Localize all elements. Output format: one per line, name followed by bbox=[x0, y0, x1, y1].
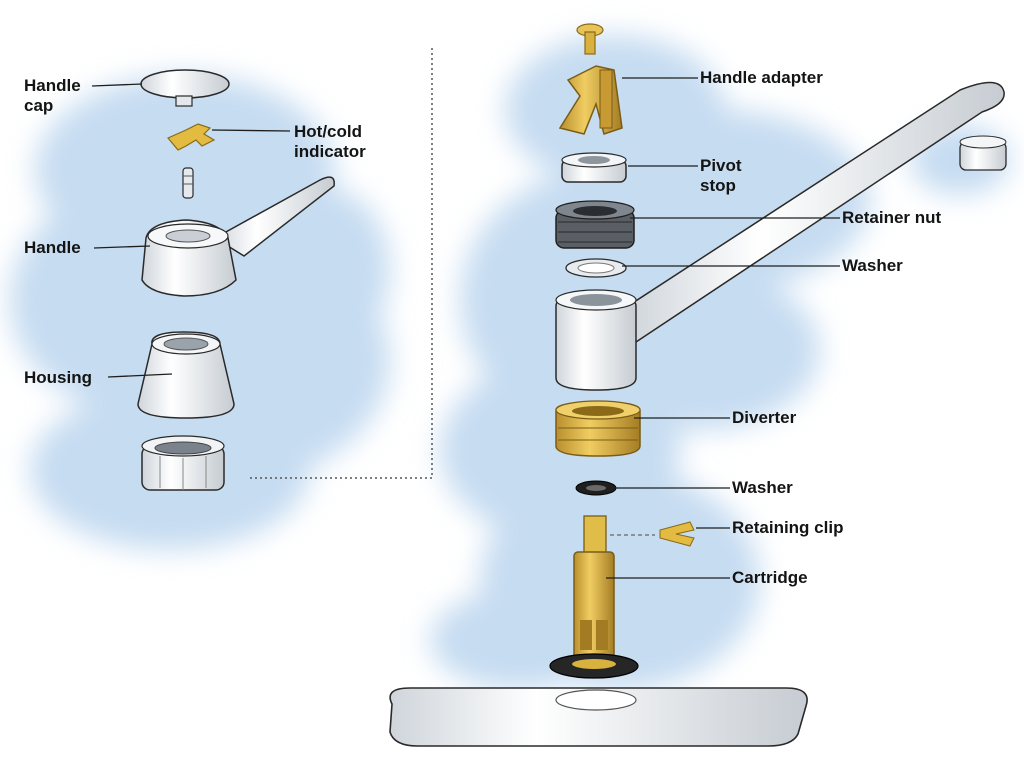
dotted-connector bbox=[248, 48, 433, 479]
handle-adapter-part bbox=[558, 65, 623, 135]
label-handle: Handle bbox=[24, 238, 81, 257]
label-hot-cold-indicator: Hot/cold indicator bbox=[294, 122, 366, 161]
handle-part bbox=[141, 176, 335, 297]
handle-screw-part bbox=[182, 167, 194, 199]
retaining-clip-part bbox=[610, 521, 695, 547]
leader-lines bbox=[91, 77, 840, 579]
aerator-part bbox=[959, 135, 1007, 171]
hot-cold-indicator-part bbox=[167, 123, 216, 151]
label-housing: Housing bbox=[24, 368, 92, 387]
cartridge-part bbox=[549, 515, 639, 679]
label-pivot-stop: Pivot stop bbox=[700, 156, 742, 195]
label-cartridge: Cartridge bbox=[732, 568, 808, 587]
label-retaining-clip: Retaining clip bbox=[732, 518, 844, 537]
label-washer-bottom: Washer bbox=[732, 478, 793, 497]
label-retainer-nut: Retainer nut bbox=[842, 208, 942, 227]
washer-bottom-part bbox=[575, 480, 617, 496]
label-diverter: Diverter bbox=[732, 408, 797, 427]
label-handle-adapter: Handle adapter bbox=[700, 68, 823, 87]
retainer-nut-part bbox=[555, 200, 635, 249]
diverter-part bbox=[555, 400, 641, 457]
base-plate-part bbox=[389, 687, 808, 747]
cap-nut-part bbox=[141, 435, 225, 491]
label-handle-cap: Handle cap bbox=[24, 76, 81, 115]
pivot-stop-part bbox=[561, 152, 627, 183]
housing-part bbox=[137, 331, 235, 419]
washer-top-part bbox=[565, 258, 627, 278]
adapter-screw-part bbox=[576, 23, 604, 55]
label-washer-top: Washer bbox=[842, 256, 903, 275]
spout-part bbox=[555, 81, 1005, 391]
handle-cap-part bbox=[140, 69, 230, 107]
